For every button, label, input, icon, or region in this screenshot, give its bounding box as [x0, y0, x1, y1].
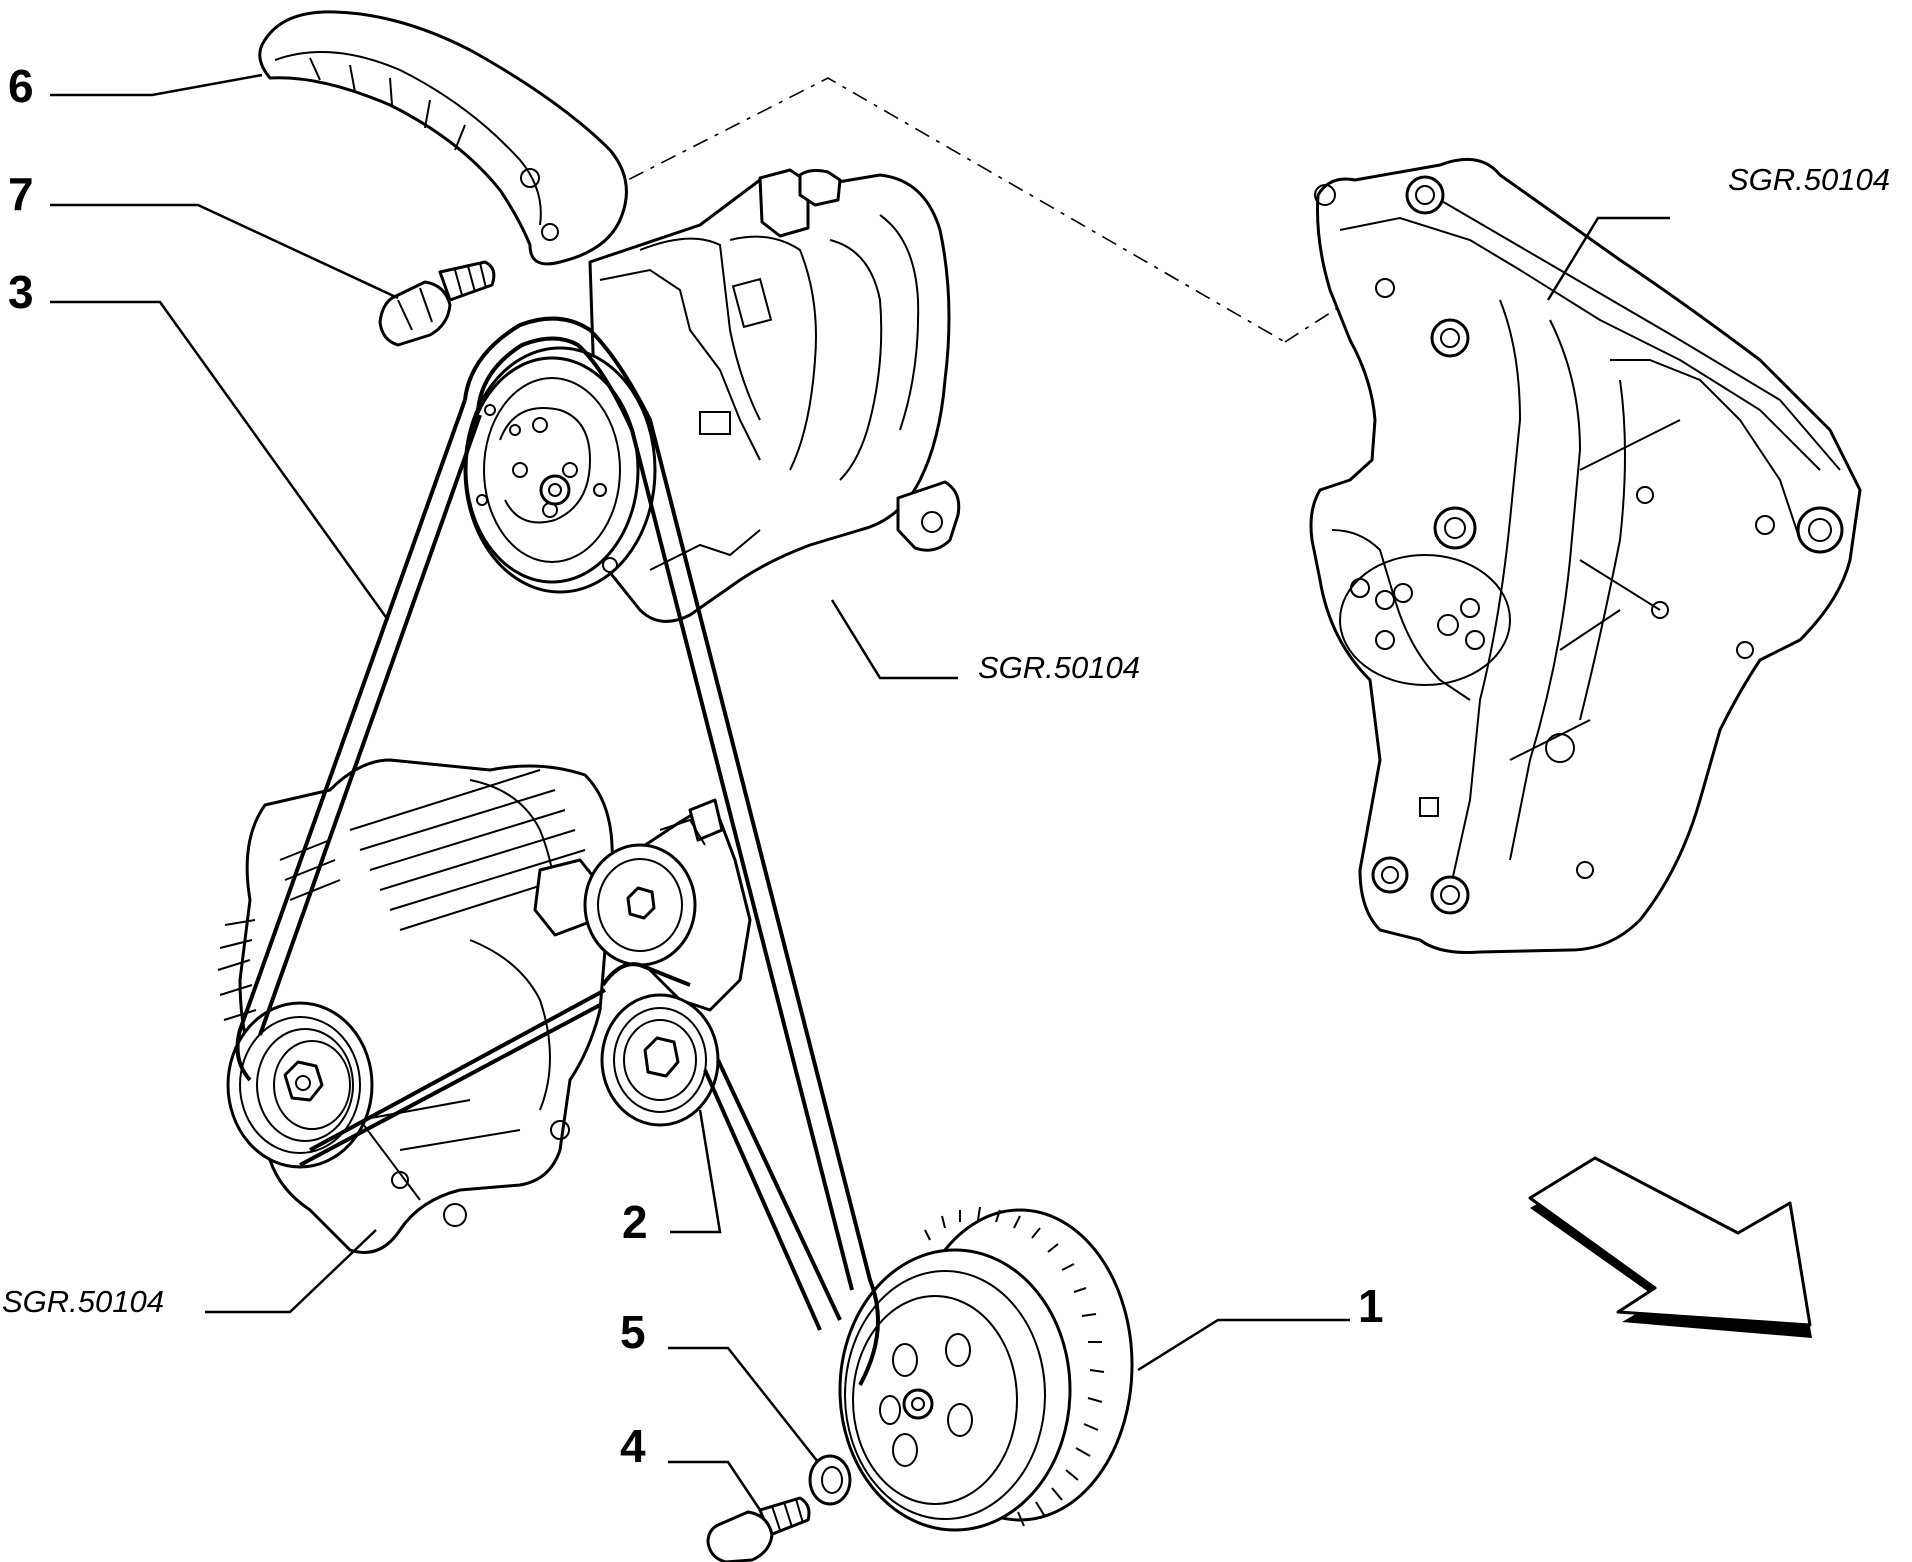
drive-belt — [235, 316, 880, 1386]
engine-bracket — [1309, 157, 1862, 954]
callout-1: 1 — [1358, 1280, 1384, 1332]
leader-lines — [50, 73, 1670, 1511]
reference-compressor: SGR.50104 — [978, 650, 1140, 685]
reference-alternator: SGR.50104 — [2, 1284, 164, 1319]
callout-4: 4 — [620, 1420, 646, 1472]
alternator-pulley — [226, 1001, 374, 1169]
callout-6: 6 — [8, 60, 34, 112]
assembly-dashed-line — [564, 77, 1351, 343]
belt-cover — [258, 10, 628, 266]
ac-compressor — [588, 168, 961, 623]
bolt-4 — [706, 1496, 811, 1562]
callout-3: 3 — [8, 266, 34, 318]
idler-pulley — [600, 993, 720, 1127]
direction-arrow — [1528, 1156, 1812, 1338]
belt-tensioner — [583, 798, 752, 1012]
callout-2: 2 — [622, 1196, 648, 1248]
bolt-7 — [378, 260, 496, 347]
compressor-pulley — [463, 346, 657, 594]
crankshaft-pulley — [838, 1206, 1134, 1532]
reference-bracket: SGR.50104 — [1728, 162, 1890, 197]
callout-7: 7 — [8, 168, 34, 220]
washer-5 — [808, 1454, 852, 1506]
callout-5: 5 — [620, 1306, 646, 1358]
